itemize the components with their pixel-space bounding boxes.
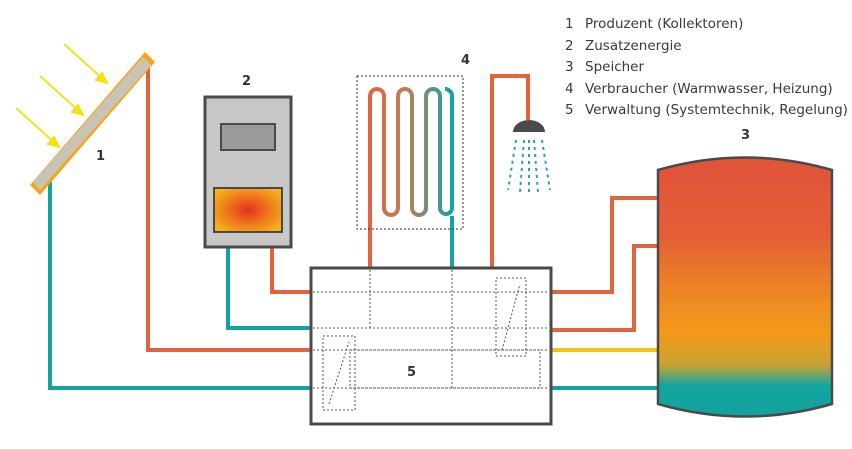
label-boiler: 2: [242, 74, 251, 89]
label-consumer: 4: [461, 53, 470, 68]
label-controller: 5: [407, 365, 416, 380]
controller-unit: [309, 266, 553, 426]
collector-hot-pipe: [146, 60, 312, 352]
storage-hot-pipe-mid: [550, 244, 660, 332]
shower-water: [507, 139, 551, 194]
boiler-cold-pipe: [226, 246, 312, 330]
legend-item-producer: 1 Produzent (Kollektoren): [565, 14, 848, 36]
shower: [507, 120, 551, 194]
shower-pipe: [490, 74, 530, 268]
legend-item-auxiliary-energy: 2 Zusatzenergie: [565, 36, 848, 58]
consumer-box: [356, 75, 464, 230]
legend-text: Speicher: [585, 59, 645, 75]
legend-number: 3: [565, 59, 574, 75]
controller-box: [309, 266, 553, 426]
boiler-fire: [213, 187, 283, 233]
pipes: [48, 60, 660, 390]
solar-collector: [15, 43, 155, 195]
boiler: [203, 95, 293, 249]
label-storage: 3: [741, 128, 750, 143]
heating-coil: [368, 87, 454, 217]
tank-body: [656, 156, 834, 418]
boiler-display: [220, 123, 276, 151]
legend-item-management: 5 Verwaltung (Systemtechnik, Regelung): [565, 100, 848, 122]
legend-number: 4: [565, 80, 574, 97]
legend-number: 2: [565, 37, 574, 54]
legend-number: 1: [565, 16, 574, 32]
legend-number: 5: [565, 102, 574, 118]
legend-text: Verwaltung (Systemtechnik, Regelung): [585, 102, 848, 118]
collector-cold-pipe: [48, 180, 312, 390]
legend-item-storage: 3 Speicher: [565, 57, 848, 79]
legend-item-consumer: 4 Verbraucher (Warmwasser, Heizung): [565, 79, 848, 101]
label-collector: 1: [96, 149, 105, 164]
controller-internals: [313, 270, 549, 411]
storage-hot-pipe-top: [550, 196, 660, 294]
boiler-hot-pipe: [270, 246, 312, 294]
legend-text: Produzent (Kollektoren): [585, 16, 744, 32]
collector-panel: [33, 57, 151, 190]
shower-head: [513, 120, 545, 132]
sun-rays: [15, 43, 109, 149]
legend-text: Zusatzenergie: [585, 37, 682, 54]
heating-consumer: [356, 75, 464, 230]
legend-text: Verbraucher (Warmwasser, Heizung): [585, 80, 833, 97]
storage-tank: [656, 156, 834, 418]
